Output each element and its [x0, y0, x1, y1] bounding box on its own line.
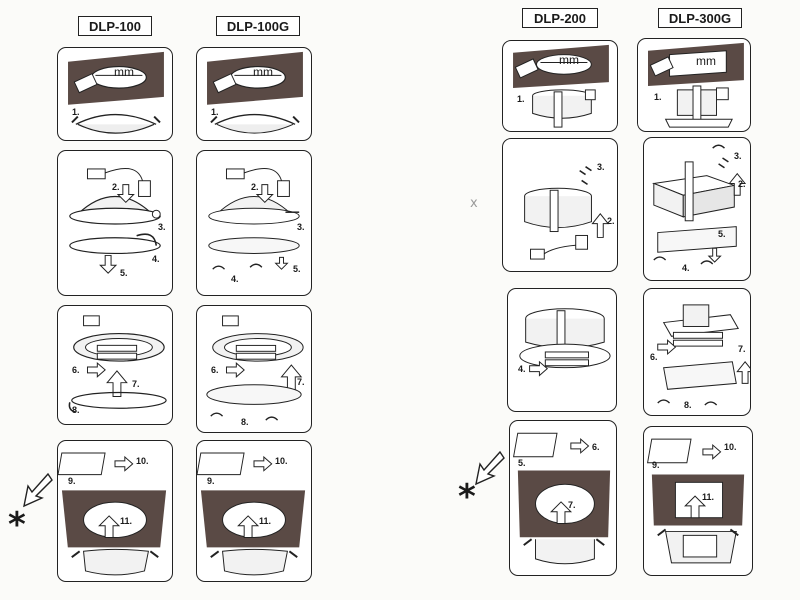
- ceiling-install-illustration: [647, 438, 745, 564]
- step-label: 5.: [120, 268, 128, 278]
- ceiling-cutout-illustration: [648, 42, 744, 128]
- step-label: 2.: [251, 182, 259, 192]
- step-label: 1.: [517, 94, 525, 104]
- lamp-insertion-illustration: [206, 315, 304, 421]
- dlp100g-step-cutout: mm 1.: [196, 47, 312, 141]
- dlp200-step-lamp: 4.: [507, 288, 617, 412]
- step-label: 10.: [275, 456, 288, 466]
- step-label: 3.: [734, 151, 742, 161]
- step-label: 11.: [120, 516, 133, 526]
- model-title-dlp100g: DLP-100G: [216, 16, 300, 36]
- step-label: 7.: [297, 377, 305, 387]
- ceiling-install-illustration: [58, 452, 167, 576]
- step-label: 1.: [211, 107, 219, 117]
- fixture-disassembly-illustration: [651, 144, 747, 265]
- step-label: 11.: [259, 516, 272, 526]
- step-label: 9.: [652, 460, 660, 470]
- dlp100-step-cutout: mm 1.: [57, 47, 173, 141]
- step-label: 7.: [132, 379, 140, 389]
- step-label: 3.: [597, 162, 605, 172]
- dlp200-step-cutout: mm 1.: [502, 40, 618, 132]
- step-label: 9.: [68, 476, 76, 486]
- step-label: 4.: [518, 364, 526, 374]
- dlp100-step-lamp: 6. 7. 8.: [57, 305, 173, 425]
- step-label: 1.: [72, 107, 80, 117]
- ceiling-cutout-illustration: [207, 51, 303, 134]
- dlp100-step-install: 9. 10. 11.: [57, 440, 173, 582]
- step-label: 9.: [207, 476, 215, 486]
- step-label: 8.: [241, 417, 249, 427]
- model-title-dlp100: DLP-100: [78, 16, 152, 36]
- step-label: 2.: [607, 216, 615, 226]
- dlp100g-step-disassemble: 2. 3. 4. 5.: [196, 150, 312, 296]
- cutout-diameter-unit: mm: [559, 53, 579, 67]
- cutout-diameter-unit: mm: [696, 54, 716, 68]
- step-label: 6.: [650, 352, 658, 362]
- step-label: 7.: [568, 500, 576, 510]
- dlp100-step-disassemble: 2. 3. 4. 5.: [57, 150, 173, 296]
- step-label: 8.: [72, 405, 80, 415]
- lamp-insertion-illustration: [68, 315, 167, 413]
- step-label: 10.: [724, 442, 737, 452]
- note-arrow-icon: [475, 450, 505, 486]
- fixture-disassembly-illustration: [208, 167, 300, 270]
- step-label: 6.: [72, 365, 80, 375]
- step-label: 4.: [682, 263, 690, 273]
- ceiling-cutout-illustration: [513, 44, 609, 128]
- ceiling-install-illustration: [197, 452, 306, 576]
- cutout-diameter-unit: mm: [114, 65, 134, 79]
- model-title-dlp200: DLP-200: [522, 8, 598, 28]
- dlp300g-step-disassemble: 2. 3. 4. 5.: [643, 137, 751, 281]
- cutout-diameter-unit: mm: [253, 65, 273, 79]
- step-label: 1.: [654, 92, 662, 102]
- dlp100g-step-lamp: 6. 7. 8.: [196, 305, 312, 433]
- step-label: 10.: [136, 456, 149, 466]
- step-label: 7.: [738, 344, 746, 354]
- dlp300g-step-lamp: 6. 7. 8.: [643, 288, 751, 416]
- step-label: 5.: [518, 458, 526, 468]
- lamp-insertion-illustration: [657, 304, 750, 406]
- note-asterisk: *: [8, 505, 26, 545]
- fixture-disassembly-illustration: [524, 166, 610, 260]
- step-label: 5.: [718, 229, 726, 239]
- step-label: 3.: [158, 222, 166, 232]
- step-label: 11.: [702, 492, 715, 502]
- dlp200-step-install: 5. 6. 7.: [509, 420, 617, 576]
- ceiling-cutout-illustration: [68, 51, 164, 134]
- note-arrow-icon: [23, 472, 53, 508]
- step-label: 8.: [684, 400, 692, 410]
- dlp300g-step-install: 9. 10. 11.: [643, 426, 753, 576]
- step-label: 2.: [738, 179, 746, 189]
- stray-mark: x: [470, 196, 478, 211]
- ceiling-install-illustration: [513, 432, 611, 565]
- step-label: 6.: [592, 442, 600, 452]
- dlp100g-step-install: 9. 10. 11.: [196, 440, 312, 582]
- step-label: 2.: [112, 182, 120, 192]
- dlp200-step-disassemble: 2. 3.: [502, 138, 618, 272]
- step-label: 3.: [297, 222, 305, 232]
- model-title-dlp300g: DLP-300G: [658, 8, 742, 28]
- step-label: 5.: [293, 264, 301, 274]
- step-label: 4.: [152, 254, 160, 264]
- lamp-insertion-illustration: [519, 308, 611, 377]
- note-asterisk: *: [458, 477, 476, 517]
- step-label: 6.: [211, 365, 219, 375]
- step-label: 4.: [231, 274, 239, 284]
- dlp300g-step-cutout: mm 1.: [637, 38, 751, 132]
- fixture-disassembly-illustration: [69, 167, 161, 274]
